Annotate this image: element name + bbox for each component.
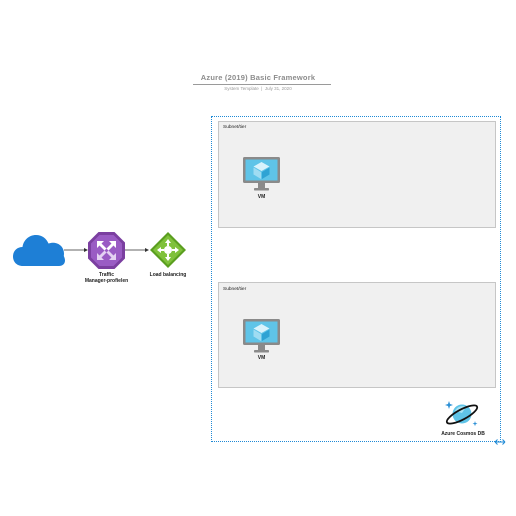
expand-arrows-icon[interactable] (494, 438, 506, 446)
traffic-manager-label-line1: Traffic (98, 272, 114, 278)
connector-cloud-to-traffic (64, 248, 88, 252)
vnet-boundary[interactable] (211, 116, 501, 442)
vm-label-1: VM (257, 194, 266, 200)
vm-icon-2[interactable] (243, 319, 280, 353)
load-balancer-icon[interactable] (149, 231, 187, 269)
subtitle-template: System Template (224, 86, 259, 91)
subnet-label-2: Subnet/tier (223, 287, 247, 292)
connector-traffic-to-lb (125, 248, 149, 252)
subtitle-separator: | (259, 86, 264, 91)
subnet-label-1: Subnet/tier (223, 125, 247, 130)
cloud-icon[interactable] (13, 234, 65, 267)
cosmos-db-icon[interactable] (444, 399, 479, 429)
diagram-subtitle: System Template | July 31, 2020 (0, 86, 516, 91)
vm-icon-1[interactable] (243, 157, 280, 191)
load-balancing-label: Load balancing (149, 272, 187, 278)
cosmos-db-label: Azure Cosmos DB (441, 431, 485, 437)
traffic-manager-label-line2: Manager-profielen (84, 278, 129, 284)
traffic-manager-icon[interactable] (87, 231, 126, 270)
subtitle-date: July 31, 2020 (264, 86, 292, 91)
traffic-manager-label: Traffic Manager-profielen (76, 272, 137, 284)
diagram-title: Azure (2019) Basic Framework (200, 73, 316, 82)
title-divider (193, 84, 331, 85)
vm-label-2: VM (257, 355, 266, 361)
